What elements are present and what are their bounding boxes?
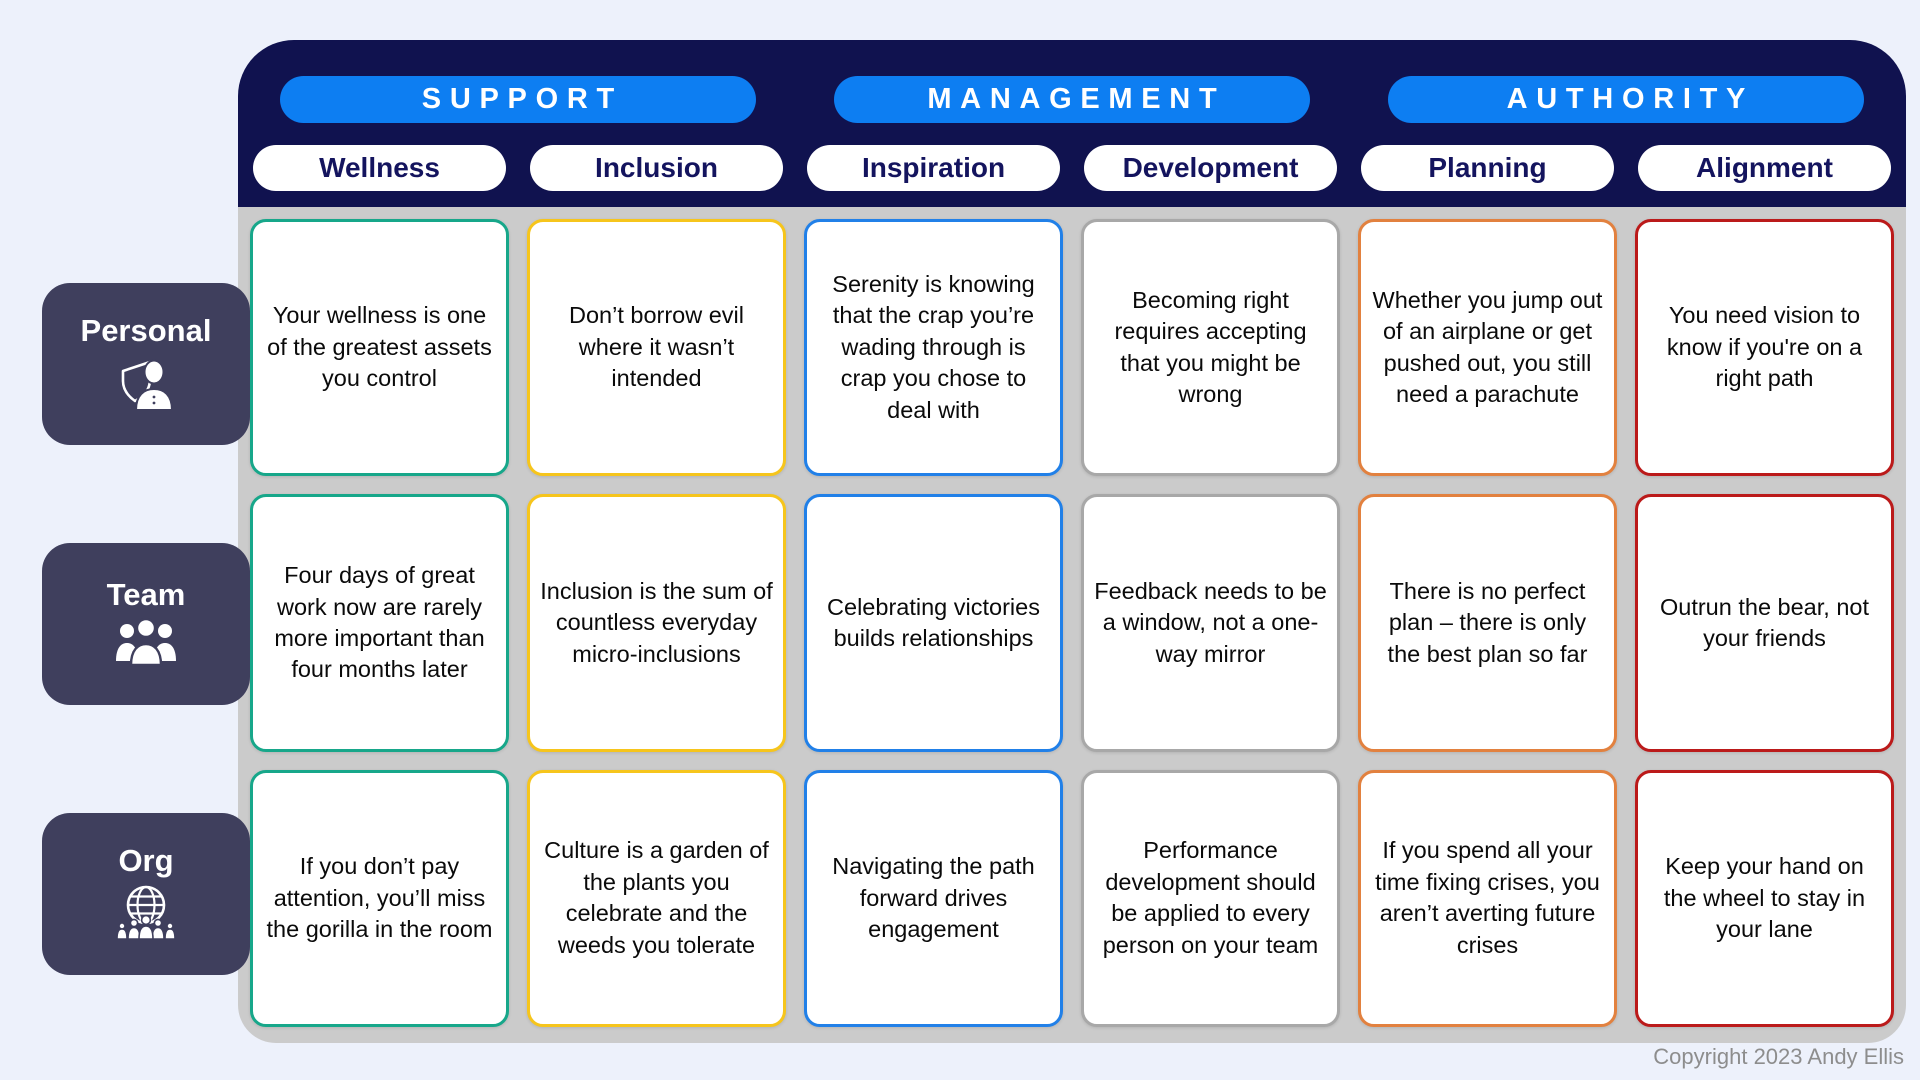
cell-team-planning: There is no perfect plan – there is only… [1358, 494, 1617, 752]
row-tab-personal: Personal [42, 283, 250, 445]
row-tab-team-label: Team [106, 576, 186, 612]
cell-team-alignment: Outrun the bear, not your friends [1635, 494, 1894, 752]
cell-personal-alignment: You need vision to know if you're on a r… [1635, 219, 1894, 477]
cell-org-alignment: Keep your hand on the wheel to stay in y… [1635, 769, 1894, 1027]
row-tab-org-label: Org [118, 842, 174, 878]
cell-personal-inclusion: Don’t borrow evil where it wasn’t intend… [527, 219, 786, 477]
column-pill-inspiration: Inspiration [807, 145, 1060, 191]
cell-personal-development: Becoming right requires accepting that y… [1081, 219, 1340, 477]
board-header: SUPPORT MANAGEMENT AUTHORITY Wellness In… [238, 40, 1906, 207]
cell-team-development: Feedback needs to be a window, not a one… [1081, 494, 1340, 752]
copyright-text: Copyright 2023 Andy Ellis [1653, 1044, 1904, 1069]
matrix-board: SUPPORT MANAGEMENT AUTHORITY Wellness In… [238, 40, 1906, 1043]
column-header-row: Wellness Inclusion Inspiration Developme… [250, 145, 1894, 191]
group-pill-management: MANAGEMENT [834, 76, 1310, 123]
group-pill-support: SUPPORT [280, 76, 756, 123]
cell-personal-wellness: Your wellness is one of the greatest ass… [250, 219, 509, 477]
column-pill-planning: Planning [1361, 145, 1614, 191]
column-pill-wellness: Wellness [253, 145, 506, 191]
team-icon [114, 617, 178, 672]
cell-org-inspiration: Navigating the path forward drives engag… [804, 769, 1063, 1027]
cell-team-inclusion: Inclusion is the sum of countless everyd… [527, 494, 786, 752]
cell-org-planning: If you spend all your time fixing crises… [1358, 769, 1617, 1027]
group-header-row: SUPPORT MANAGEMENT AUTHORITY [250, 76, 1894, 123]
cell-org-wellness: If you don’t pay attention, you’ll miss … [250, 769, 509, 1027]
org-globe-icon [113, 883, 179, 946]
row-tab-org: Org [42, 813, 250, 975]
column-pill-inclusion: Inclusion [530, 145, 783, 191]
row-tab-team: Team [42, 543, 250, 705]
row-tab-personal-label: Personal [80, 312, 212, 348]
person-shield-icon [114, 353, 178, 416]
cell-org-inclusion: Culture is a garden of the plants you ce… [527, 769, 786, 1027]
cell-personal-inspiration: Serenity is knowing that the crap you’re… [804, 219, 1063, 477]
cell-org-development: Performance development should be applie… [1081, 769, 1340, 1027]
matrix-grid: Your wellness is one of the greatest ass… [238, 207, 1906, 1043]
cell-personal-planning: Whether you jump out of an airplane or g… [1358, 219, 1617, 477]
cell-team-inspiration: Celebrating victories builds relationshi… [804, 494, 1063, 752]
column-pill-development: Development [1084, 145, 1337, 191]
cell-team-wellness: Four days of great work now are rarely m… [250, 494, 509, 752]
column-pill-alignment: Alignment [1638, 145, 1891, 191]
group-pill-authority: AUTHORITY [1388, 76, 1864, 123]
